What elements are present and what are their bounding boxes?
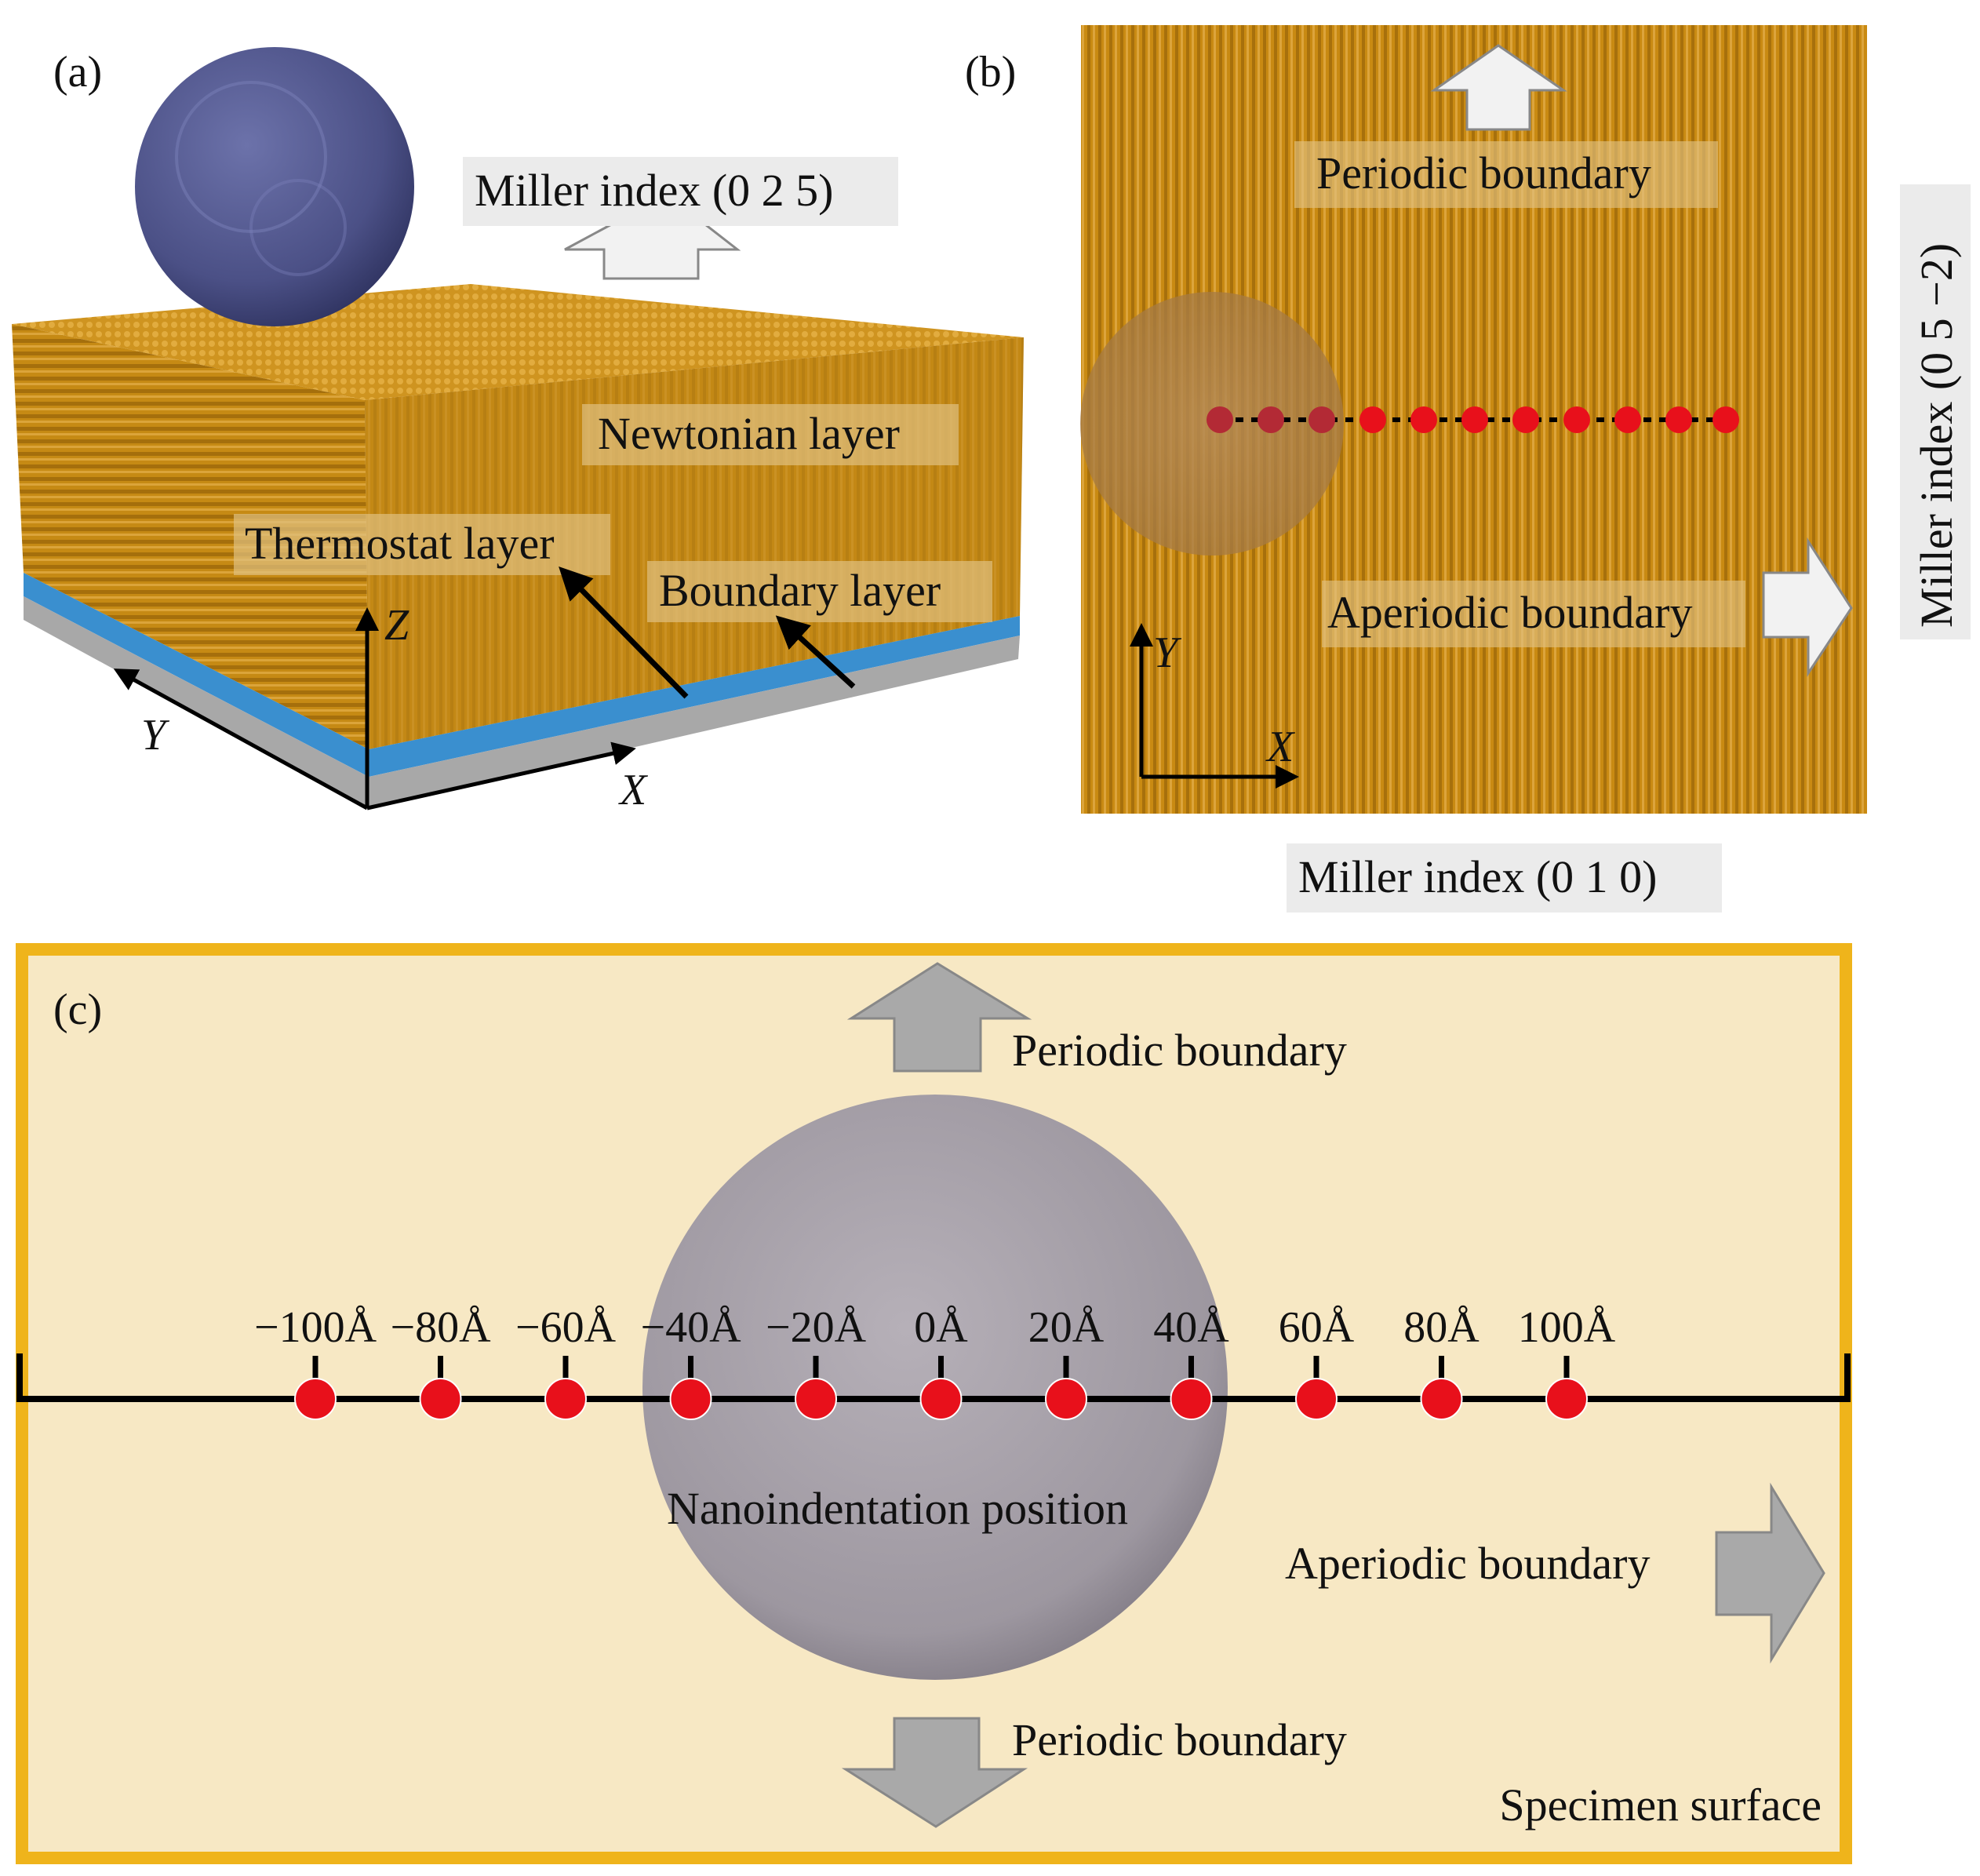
right-arrow-icon-b xyxy=(1762,537,1853,677)
fixed-layer-left xyxy=(24,596,369,808)
indentation-point xyxy=(795,1378,837,1420)
periodic-boundary-bottom: Periodic boundary xyxy=(1012,1714,1347,1765)
position-label: 0Å xyxy=(914,1303,968,1352)
aperiodic-boundary-b: Aperiodic boundary xyxy=(1327,587,1692,638)
position-labels: −100Å −80Å −60Å −40Å −20Å 0Å 20Å 40Å 60Å 80Å 100Å xyxy=(254,1303,1616,1352)
panel-a: Miller index (0 2 5) Newtonian layer The… xyxy=(12,47,1024,814)
position-label: −80Å xyxy=(390,1303,491,1352)
boundary-layer-front xyxy=(369,616,1020,777)
position-label: 60Å xyxy=(1279,1303,1355,1352)
axis-x-label-a: X xyxy=(618,766,649,814)
axis-x-label-b: X xyxy=(1265,723,1296,771)
indentation-point xyxy=(1420,1378,1463,1420)
aperiodic-boundary-c: Aperiodic boundary xyxy=(1285,1538,1650,1589)
position-label: −60Å xyxy=(515,1303,617,1352)
panel-c: (c) Periodic boundary −100Å −80Å −60Å −40Å−… xyxy=(16,943,1852,1864)
panel-b-label: (b) xyxy=(965,48,1016,97)
point-b xyxy=(1614,406,1641,433)
panel-a-label: (a) xyxy=(53,48,102,97)
fixed-layer-front xyxy=(369,636,1020,808)
newtonian-layer-label: Newtonian layer xyxy=(598,408,900,459)
position-label: 40Å xyxy=(1153,1303,1229,1352)
block-left-face xyxy=(12,324,369,749)
position-label: 20Å xyxy=(1028,1303,1105,1352)
position-label: −40Å xyxy=(640,1303,741,1352)
indentation-point xyxy=(1545,1378,1588,1420)
point-b xyxy=(1410,406,1437,433)
nanoindentation-position-label: Nanoindentation position xyxy=(667,1483,1128,1534)
indentation-point xyxy=(294,1378,337,1420)
periodic-boundary-b: Periodic boundary xyxy=(1316,148,1651,199)
miller-index-bottom: Miller index (0 1 0) xyxy=(1298,851,1657,902)
indentation-point xyxy=(1295,1378,1338,1420)
point-b xyxy=(1359,406,1386,433)
down-arrow-icon-c xyxy=(841,1717,1028,1828)
indentation-points-b xyxy=(1207,406,1739,433)
point-b xyxy=(1563,406,1590,433)
position-label: −20Å xyxy=(766,1303,867,1352)
boundary-layer-left xyxy=(24,573,369,777)
point-b xyxy=(1308,406,1335,433)
indentation-points-c xyxy=(294,1356,1588,1420)
axis-y-label-b: Y xyxy=(1153,628,1182,677)
point-b xyxy=(1258,406,1284,433)
indentation-point xyxy=(1045,1378,1087,1420)
position-label: −100Å xyxy=(254,1303,377,1352)
up-arrow-icon-b xyxy=(1430,44,1567,131)
up-arrow-icon-c xyxy=(846,962,1032,1073)
right-arrow-icon-c xyxy=(1715,1482,1825,1664)
point-b xyxy=(1207,406,1233,433)
point-b xyxy=(1665,406,1692,433)
boundary-pointer-arrow xyxy=(775,615,856,689)
indentation-point xyxy=(669,1378,712,1420)
position-label: 80Å xyxy=(1403,1303,1480,1352)
panel-c-label: (c) xyxy=(53,985,102,1034)
indentation-point xyxy=(1170,1378,1213,1420)
boundary-layer-label: Boundary layer xyxy=(659,565,941,616)
axis-z-label-a: Z xyxy=(384,601,409,650)
point-b xyxy=(1512,406,1539,433)
thermostat-pointer-arrow xyxy=(559,566,689,699)
miller-index-right: Miller index (0 5 −2) xyxy=(1911,243,1962,628)
panel-b: Periodic boundary Aperiodic boundary Y X… xyxy=(965,25,1971,913)
indentation-point xyxy=(419,1378,462,1420)
axis-y-label-a: Y xyxy=(141,711,170,760)
position-label: 100Å xyxy=(1518,1303,1616,1352)
thermostat-layer-label: Thermostat layer xyxy=(245,518,555,569)
miller-index-a: Miller index (0 2 5) xyxy=(475,165,833,216)
indentation-point xyxy=(919,1378,963,1420)
indenter-sphere xyxy=(135,47,414,326)
point-b xyxy=(1461,406,1488,433)
specimen-surface-label: Specimen surface xyxy=(1499,1779,1822,1830)
point-b xyxy=(1712,406,1739,433)
periodic-boundary-top: Periodic boundary xyxy=(1012,1025,1347,1076)
indentation-point xyxy=(544,1378,587,1420)
